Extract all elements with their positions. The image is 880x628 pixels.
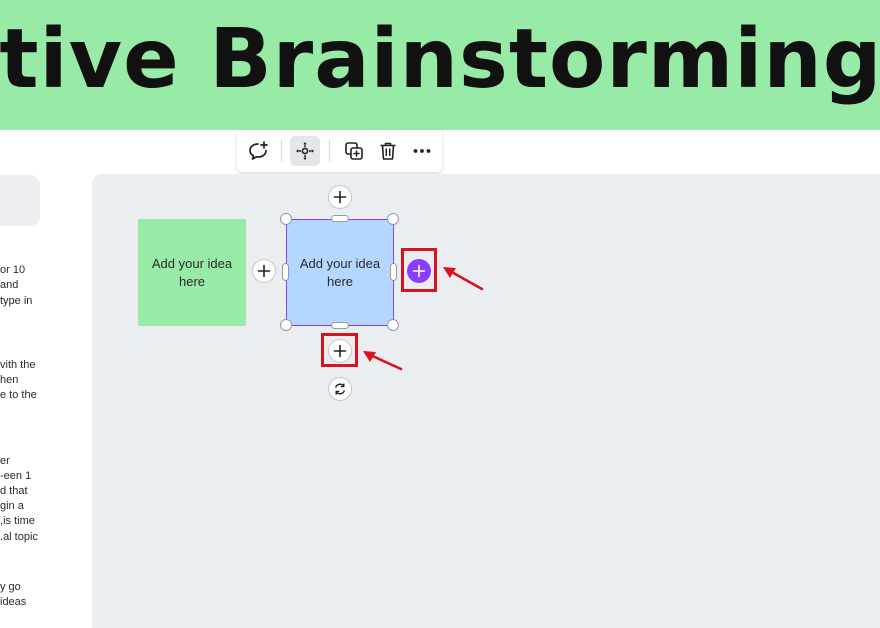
side-text-line: een 1- [0, 470, 32, 482]
delete-button[interactable] [373, 136, 403, 166]
side-text-line: or 10 [0, 264, 26, 276]
element-toolbar [237, 130, 442, 172]
resize-handle-edge[interactable] [331, 215, 349, 222]
move-arrows-icon [296, 142, 314, 160]
position-button[interactable] [290, 136, 320, 166]
side-text-line: d that [0, 485, 28, 497]
more-horizontal-icon [413, 149, 431, 153]
side-text-line: ideas [0, 596, 27, 608]
plus-icon [333, 190, 347, 204]
add-comment-button[interactable] [243, 136, 273, 166]
toolbar-divider [329, 140, 330, 162]
duplicate-button[interactable] [339, 136, 369, 166]
arrow-icon [443, 267, 484, 291]
sticky-note-selected[interactable]: Add your idea here [286, 219, 394, 326]
side-text-line: y go [0, 581, 21, 593]
side-text-line: gin a [0, 500, 24, 512]
sticky-note-text: Add your idea here [299, 255, 381, 289]
rotate-button[interactable] [328, 377, 352, 401]
plus-icon [257, 264, 271, 278]
resize-handle-corner[interactable] [280, 213, 292, 225]
side-text-line: hen [0, 374, 19, 386]
sticky-note[interactable]: Add your idea here [138, 219, 246, 326]
resize-handle-edge[interactable] [282, 263, 289, 281]
arrow-icon [363, 351, 403, 371]
trash-icon [380, 142, 396, 160]
add-sticky-top-button[interactable] [328, 185, 352, 209]
resize-handle-corner[interactable] [387, 213, 399, 225]
side-panel-tab[interactable] [0, 175, 40, 226]
highlight-box [321, 333, 358, 367]
side-text-line: e to the [0, 389, 37, 401]
resize-handle-corner[interactable] [387, 319, 399, 331]
side-text-line: is time, [0, 515, 35, 527]
title-banner: otive Brainstorming [0, 0, 880, 130]
duplicate-icon [345, 142, 363, 160]
resize-handle-edge[interactable] [331, 322, 349, 329]
rotate-icon [334, 383, 346, 395]
plus-icon [333, 344, 347, 358]
toolbar-divider [281, 140, 282, 162]
side-text-line: type in [0, 295, 33, 307]
add-sticky-bottom-button[interactable] [328, 339, 352, 363]
add-sticky-right-button[interactable] [407, 259, 431, 283]
page-title: otive Brainstorming [0, 12, 880, 107]
sticky-note-text: Add your idea here [151, 255, 233, 289]
side-text-line: vith the [0, 359, 36, 371]
resize-handle-edge[interactable] [390, 263, 397, 281]
side-text-line: and [0, 279, 19, 291]
plus-icon [412, 264, 426, 278]
side-text-line: al topic. [0, 531, 38, 543]
resize-handle-corner[interactable] [280, 319, 292, 331]
side-text-line: er [0, 455, 10, 467]
comment-plus-icon [249, 141, 268, 160]
add-sticky-left-button[interactable] [252, 259, 276, 283]
more-button[interactable] [407, 136, 437, 166]
highlight-box [401, 248, 437, 292]
